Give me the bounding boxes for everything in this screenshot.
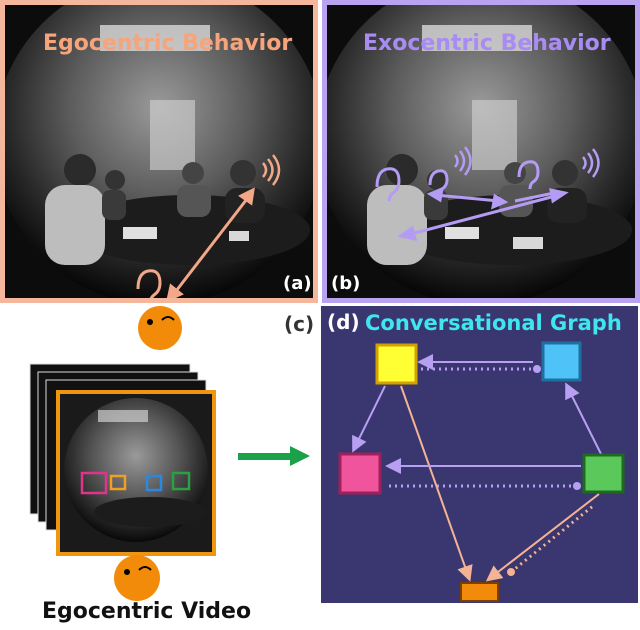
egocentric-attention-arrow — [166, 187, 255, 298]
edge-orange-green-dotted — [510, 504, 594, 574]
graph-title: Conversational Graph — [365, 311, 622, 335]
panel-b-title: Exocentric Behavior — [363, 31, 611, 56]
edge-yellow-orange — [400, 385, 473, 582]
ear-icon — [136, 269, 162, 298]
panel-conversational-graph: (d) Conversational Graph — [321, 306, 638, 603]
edge-green-orange — [485, 493, 600, 582]
conversational-graph — [338, 341, 625, 602]
node-blue — [541, 341, 582, 382]
detection-box-green — [171, 471, 191, 491]
smiley-face-icon — [114, 555, 160, 601]
fisheye-scene-b — [327, 5, 635, 298]
egocentric-video-caption: Egocentric Video — [42, 599, 252, 624]
detection-box-orange — [109, 474, 127, 491]
edge-yellow-pink — [352, 385, 386, 453]
detection-box-pink — [80, 471, 108, 495]
sound-wave-icon — [453, 146, 600, 178]
node-yellow — [375, 343, 418, 385]
panel-a-title: Egocentric Behavior — [43, 31, 293, 56]
fisheye-scene-a — [5, 5, 313, 298]
panel-b-tag: (b) — [331, 273, 361, 294]
panel-c-tag: (c) — [284, 312, 315, 336]
panel-d-tag: (d) — [327, 310, 360, 334]
panel-a-tag: (a) — [283, 273, 312, 294]
smiley-face-icon — [138, 306, 182, 350]
ear-icon — [517, 160, 540, 190]
node-green — [582, 453, 625, 494]
detection-box-blue — [145, 474, 163, 492]
edge-green-blue — [565, 382, 602, 455]
egocentric-video-stack — [29, 306, 310, 601]
panel-egocentric-behavior: Egocentric Behavior (a) — [0, 0, 318, 303]
node-pink — [338, 452, 382, 495]
panel-exocentric-behavior: Exocentric Behavior (b) — [322, 0, 640, 303]
sound-wave-icon — [262, 154, 281, 186]
exocentric-attention-arrows — [397, 186, 569, 241]
ear-icon — [375, 167, 401, 202]
node-orange — [460, 582, 499, 602]
arrow-right-icon — [238, 446, 310, 466]
